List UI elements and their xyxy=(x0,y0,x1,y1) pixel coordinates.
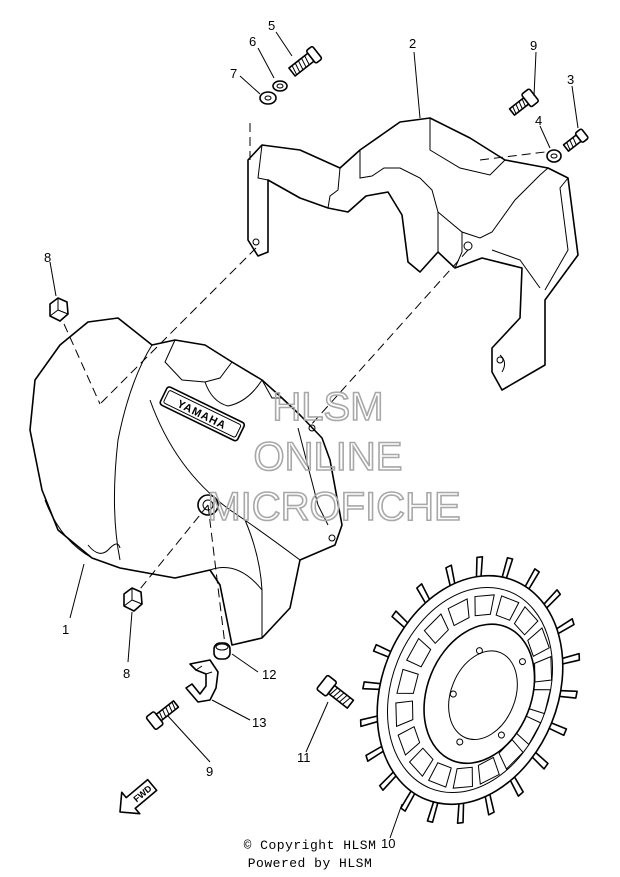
part-10-flywheel xyxy=(359,555,581,825)
flywheel-window xyxy=(427,762,452,788)
part-8-nut-lower xyxy=(123,587,143,612)
callout-8a: 8 xyxy=(44,250,51,265)
part-11-bolt xyxy=(316,674,355,709)
callout-6: 6 xyxy=(249,34,256,49)
fwd-arrow-icon: FWD xyxy=(119,778,158,815)
flywheel-window xyxy=(495,595,520,621)
part-8-nut-top xyxy=(49,297,69,322)
callout-8b: 8 xyxy=(123,666,130,681)
callout-11: 11 xyxy=(297,750,311,765)
callout-13: 13 xyxy=(252,715,266,730)
flywheel-window xyxy=(408,747,434,777)
flywheel-window xyxy=(397,726,421,756)
flywheel-window xyxy=(527,627,550,657)
watermark-line-2: ONLINE xyxy=(254,435,403,479)
part-9-bolt-top xyxy=(508,88,539,116)
footer-powered: Powered by HLSM xyxy=(247,856,373,871)
callout-5: 5 xyxy=(268,18,275,33)
flywheel-window xyxy=(396,668,419,694)
callout-2: 2 xyxy=(409,36,416,51)
callout-12: 12 xyxy=(262,667,276,682)
callout-4: 4 xyxy=(535,113,542,128)
footer-copyright: © Copyright HLSM xyxy=(243,838,377,853)
callout-10: 10 xyxy=(381,836,395,851)
callout-leaders xyxy=(49,31,579,839)
callout-9b: 9 xyxy=(206,764,213,779)
part-1-lower-cover: YAMAHA xyxy=(29,317,343,646)
alignment-lines xyxy=(63,120,546,646)
part-7-washer xyxy=(259,91,277,105)
watermark-line-3: MICROFICHE xyxy=(207,485,460,529)
flywheel-window xyxy=(447,598,470,627)
part-2-upper-shroud xyxy=(247,117,579,391)
flywheel-window xyxy=(477,756,500,785)
part-3-bolt xyxy=(562,128,589,152)
part-4-washer xyxy=(546,149,562,163)
flywheel-window xyxy=(474,594,495,617)
callout-9a: 9 xyxy=(530,38,537,53)
callout-3: 3 xyxy=(567,72,574,87)
watermark: HLSM ONLINE MICROFICHE xyxy=(207,384,462,530)
part-12-collar xyxy=(213,642,231,660)
flywheel-window xyxy=(395,700,414,728)
callout-numbers: 1 2 3 4 5 6 7 8 8 9 9 10 11 12 13 xyxy=(44,18,574,851)
callout-7: 7 xyxy=(230,66,237,81)
flywheel-window xyxy=(423,613,449,645)
part-13-clip xyxy=(185,659,219,703)
callout-1: 1 xyxy=(62,622,69,637)
part-9-bolt-lower xyxy=(145,700,180,730)
part-5-bolt xyxy=(288,46,323,77)
flywheel-window xyxy=(513,606,539,636)
part-6-washer xyxy=(272,80,288,92)
flywheel-window xyxy=(405,637,432,668)
watermark-line-1: HLSM xyxy=(272,385,383,429)
flywheel-window xyxy=(452,766,473,789)
